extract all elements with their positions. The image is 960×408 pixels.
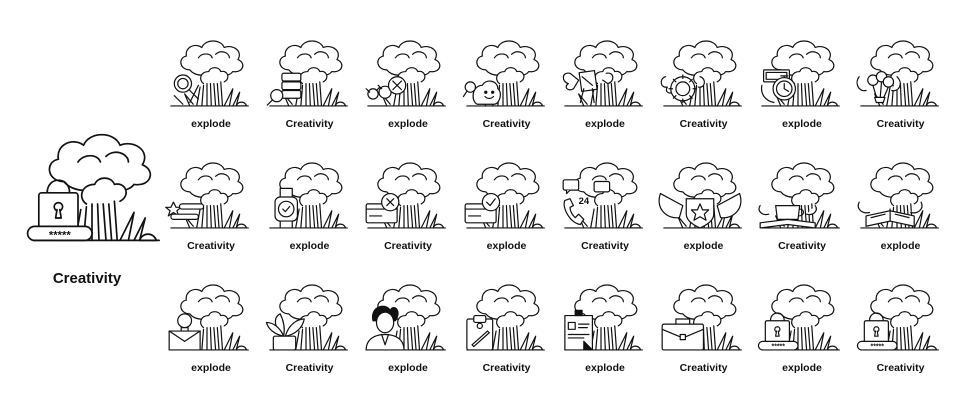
- icon-tile: explode: [359, 274, 457, 394]
- bugs-search-icon: [365, 40, 446, 107]
- winged-book-icon: [857, 162, 939, 229]
- icon-label: Creativity: [581, 240, 629, 252]
- winged-star-icon: [658, 162, 742, 229]
- icon-label: explode: [388, 362, 428, 374]
- icon-label: explode: [782, 362, 822, 374]
- icon-label: Creativity: [482, 362, 531, 374]
- card-check-icon: [464, 162, 545, 229]
- icon-label: Creativity: [876, 118, 925, 130]
- icon-label: Creativity: [285, 118, 334, 130]
- password-dots: *****: [49, 229, 71, 241]
- magnifier-lines-icon: [170, 40, 249, 107]
- icon-tile: explode: [556, 30, 654, 150]
- icon-label: Creativity: [384, 240, 432, 252]
- icon-tile: Creativity: [655, 274, 753, 394]
- icon-label: explode: [880, 240, 921, 252]
- briefcase-icon: [661, 284, 742, 351]
- icon-label: Creativity: [482, 118, 531, 130]
- winged-board-icon: [562, 40, 643, 107]
- winged-cup-icon: [758, 162, 840, 229]
- icon-label: Creativity: [679, 362, 728, 374]
- star-list-icon: [165, 162, 249, 229]
- businessman-icon: [365, 284, 446, 351]
- icon-tile: explode: [655, 152, 753, 272]
- icon-tile: Creativity: [852, 30, 950, 150]
- winged-gear-icon: [660, 40, 742, 107]
- icon-label: explode: [191, 362, 231, 374]
- icon-grid: explode Creativity explode: [162, 30, 952, 390]
- icon-label: explode: [289, 240, 330, 252]
- icon-label: Creativity: [778, 240, 826, 252]
- icon-label: explode: [388, 118, 428, 130]
- icon-tile: explode: [556, 274, 654, 394]
- icon-tile: explode: [261, 152, 359, 272]
- icon-label: Creativity: [679, 118, 728, 130]
- resume-icon: [564, 284, 643, 351]
- lock-password-icon: *****: [856, 284, 939, 351]
- lock-password-icon: *****: [757, 284, 840, 351]
- icon-tile: Creativity: [162, 152, 260, 272]
- icon-tile: explode: [359, 30, 457, 150]
- smiley-search-icon: [462, 40, 545, 107]
- password-dots: *****: [870, 344, 884, 351]
- icon-label: explode: [486, 240, 527, 252]
- icon-label: explode: [585, 118, 625, 130]
- winged-flower-icon: [855, 40, 939, 107]
- icon-tile: explode: [162, 274, 260, 394]
- money-clock-icon: [760, 40, 840, 107]
- icon-tile: ***** Creativity: [852, 274, 950, 394]
- icon-tile: Creativity: [458, 274, 556, 394]
- icon-tile: Creativity: [359, 152, 457, 272]
- icon-label: explode: [683, 240, 724, 252]
- icon-label: Creativity: [876, 362, 925, 374]
- icon-tile: explode: [753, 30, 851, 150]
- icon-tile: Creativity: [261, 30, 359, 150]
- clipboard-icon: [465, 284, 545, 351]
- badge-24: 24: [579, 196, 590, 207]
- bulb-mail-icon: [168, 284, 249, 351]
- icon-label: Creativity: [187, 240, 235, 252]
- icon-label: explode: [782, 118, 822, 130]
- icon-tile: ***** explode: [753, 274, 851, 394]
- icon-tile: Creativity: [753, 152, 851, 272]
- icon-tile: explode: [162, 30, 260, 150]
- icon-tile: Creativity: [261, 274, 359, 394]
- featured-icon: ***** Creativity: [22, 120, 162, 300]
- icon-tile: Creativity: [458, 30, 556, 150]
- password-dots: *****: [772, 344, 786, 351]
- support-24-icon: 24: [562, 162, 643, 229]
- potted-plant-icon: [265, 284, 348, 351]
- servers-search-icon: [266, 40, 348, 107]
- icon-label: explode: [585, 362, 625, 374]
- featured-explode-lock-icon: *****: [26, 133, 161, 241]
- watch-icon: [268, 162, 348, 229]
- icon-tile: explode: [852, 152, 950, 272]
- icon-tile: explode: [458, 152, 556, 272]
- icon-label: explode: [191, 118, 231, 130]
- icon-tile: Creativity: [655, 30, 753, 150]
- icon-label: Creativity: [285, 362, 334, 374]
- featured-label: Creativity: [52, 270, 122, 287]
- card-error-icon: [365, 162, 446, 229]
